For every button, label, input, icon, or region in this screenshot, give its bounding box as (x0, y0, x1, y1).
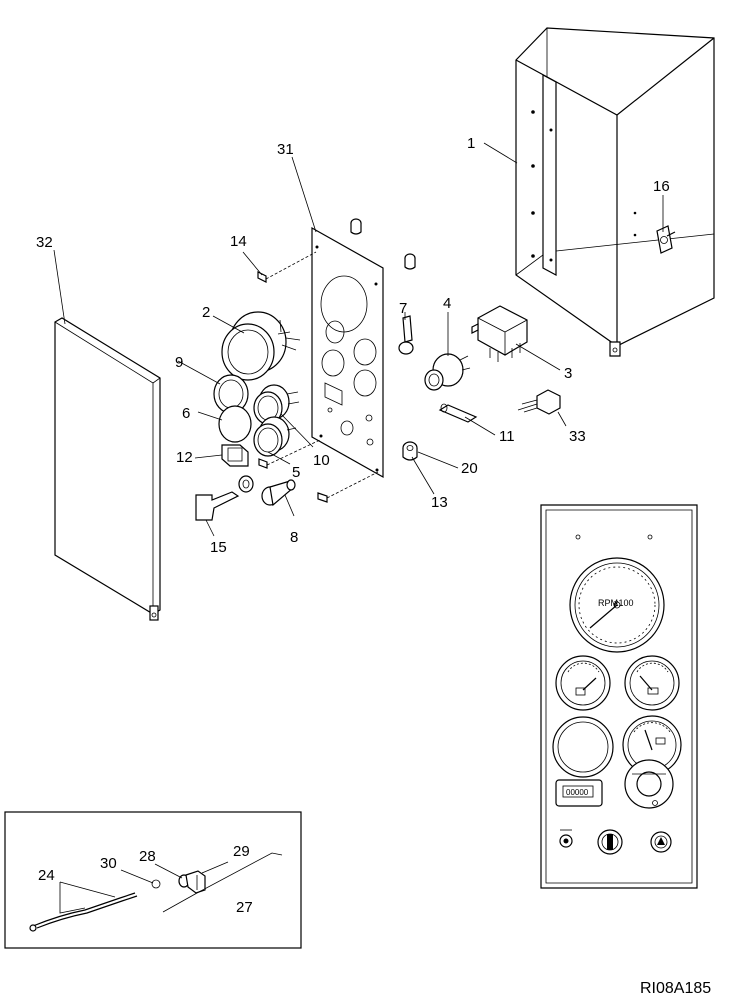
mounting-screws (258, 439, 379, 503)
cover-plate (54, 317, 161, 621)
panel-front-view: RPM x100 00000 (540, 504, 698, 889)
callout-30: 30 (100, 855, 117, 872)
callout-5: 5 (292, 464, 300, 481)
callout-3: 3 (564, 365, 572, 382)
callout-31: 31 (277, 141, 294, 158)
callout-16: 16 (653, 178, 670, 195)
hour-meter (221, 444, 249, 467)
tachometer-gauge (221, 311, 301, 381)
latch (656, 225, 676, 254)
callout-4: 4 (443, 295, 451, 312)
enclosure-box (515, 27, 715, 357)
small-gauges (253, 384, 300, 457)
standoff-bushing (402, 441, 418, 461)
callout-15: 15 (210, 539, 227, 556)
callout-9: 9 (175, 354, 183, 371)
callout-11: 11 (499, 428, 515, 445)
inset-box (4, 811, 302, 949)
svg-text:RPM: RPM (598, 598, 618, 608)
callout-8: 8 (290, 529, 298, 546)
ignition-switch (261, 479, 296, 507)
gauge (218, 405, 252, 443)
callout-29: 29 (233, 843, 250, 860)
nut (238, 475, 254, 493)
callout-24: 24 (38, 867, 55, 884)
leader-lines (53, 142, 664, 914)
callout-33: 33 (569, 428, 586, 445)
relay (471, 305, 528, 362)
callout-12: 12 (176, 449, 193, 466)
callout-7: 7 (399, 300, 407, 317)
ignition-key (195, 491, 240, 521)
instrument-panel (311, 226, 384, 479)
standoff (350, 218, 416, 270)
rotary-switch (424, 353, 471, 391)
plug-connector (517, 389, 561, 415)
fuse (438, 403, 478, 423)
callout-14: 14 (230, 233, 247, 250)
callout-20: 20 (461, 460, 478, 477)
callout-1: 1 (467, 135, 475, 152)
callout-13: 13 (431, 494, 448, 511)
callout-2: 2 (202, 304, 210, 321)
figure-reference-code: RI08A185 (640, 980, 711, 997)
callout-27: 27 (236, 899, 253, 916)
callout-28: 28 (139, 848, 156, 865)
svg-text:x100: x100 (614, 598, 634, 608)
svg-text:00000: 00000 (566, 788, 589, 797)
callout-10: 10 (313, 452, 330, 469)
callout-32: 32 (36, 234, 53, 251)
screw (257, 251, 317, 283)
callout-labels: 1 2 3 4 5 6 7 8 9 10 11 12 13 14 15 16 2… (36, 135, 711, 997)
connector (398, 315, 414, 355)
callout-6: 6 (182, 405, 190, 422)
